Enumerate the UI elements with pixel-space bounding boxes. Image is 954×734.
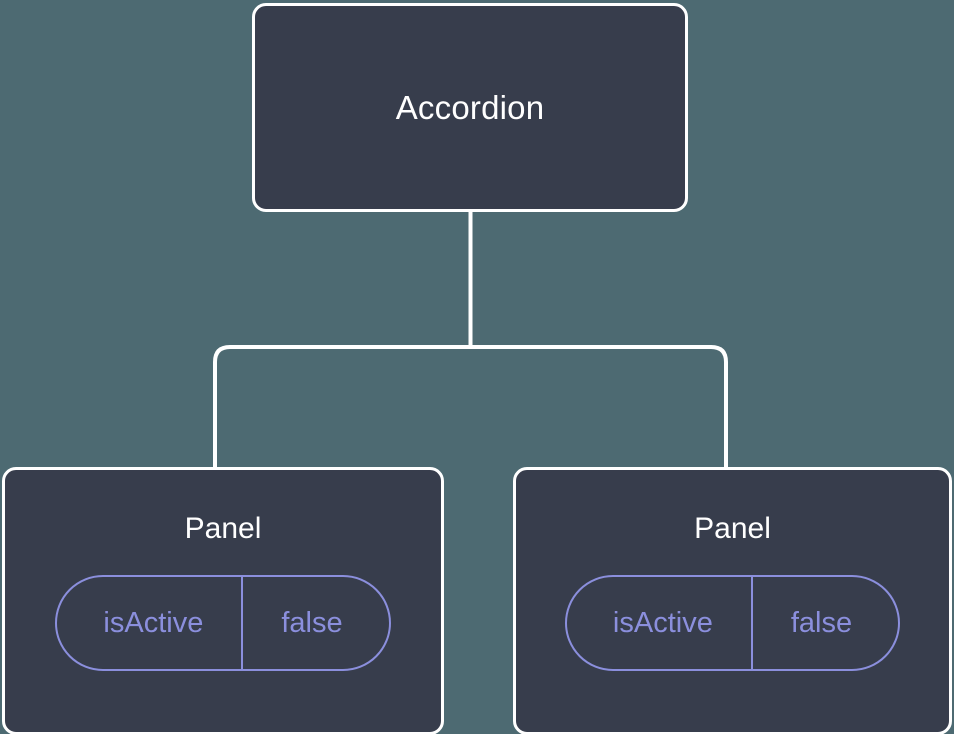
prop-pill-right[interactable]: isActive false bbox=[564, 575, 901, 671]
node-panel-right-title: Panel bbox=[694, 512, 771, 545]
node-panel-right[interactable]: Panel isActive false bbox=[513, 467, 952, 734]
prop-pill-right-key: isActive bbox=[612, 606, 713, 639]
node-accordion-title: Accordion bbox=[395, 89, 545, 126]
node-panel-left[interactable]: Panel isActive false bbox=[2, 467, 444, 734]
prop-pill-right-value: false bbox=[750, 577, 898, 669]
prop-pill-left-key: isActive bbox=[103, 606, 204, 639]
node-accordion[interactable]: Accordion bbox=[252, 3, 688, 212]
prop-pill-left-value: false bbox=[241, 577, 388, 669]
edge-child-bus bbox=[213, 345, 728, 470]
node-panel-left-title: Panel bbox=[184, 512, 262, 545]
prop-pill-left[interactable]: isActive false bbox=[55, 575, 391, 671]
